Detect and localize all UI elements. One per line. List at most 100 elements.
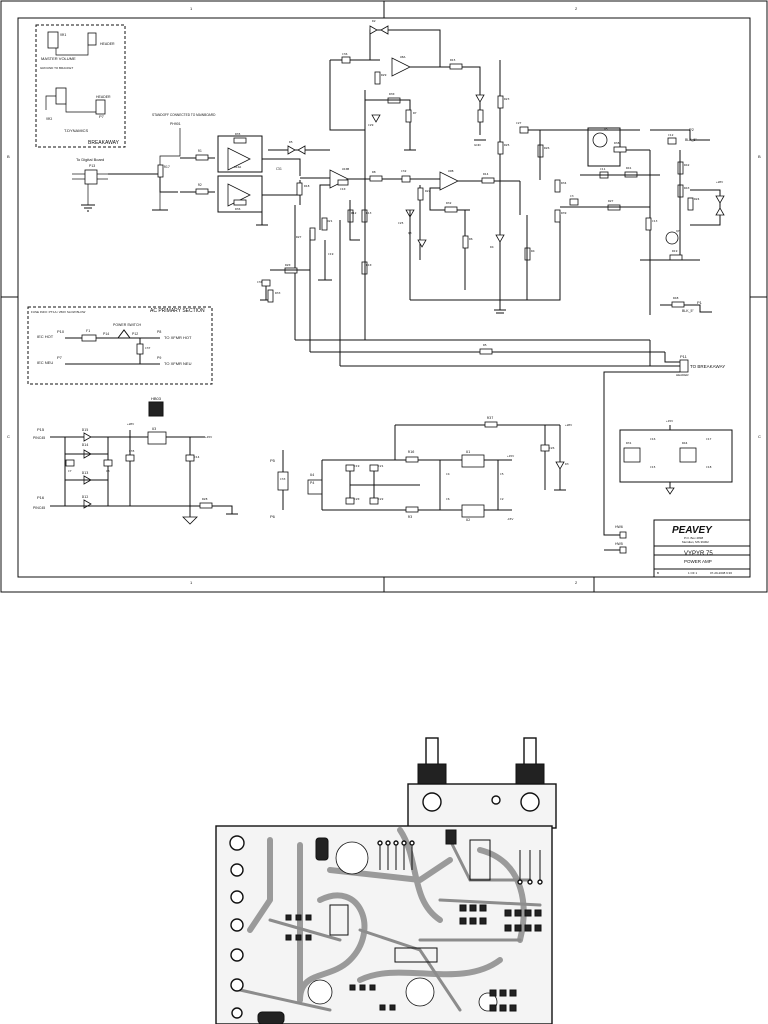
hw5-label: HW5	[615, 542, 623, 546]
plus28-rail-label-bottom: +28V	[127, 422, 134, 426]
master-volume-label: MASTER VOLUME	[41, 56, 76, 61]
r48-label: R48	[673, 296, 679, 300]
r41-label: R41	[626, 166, 632, 170]
r15-label: R15	[450, 58, 456, 62]
c10-label: C10	[340, 187, 346, 191]
c6-label: C6	[446, 497, 450, 501]
vr1-label: VR1	[60, 33, 66, 37]
d12-label: D12	[82, 495, 88, 499]
r39-label: R39	[561, 211, 567, 215]
ph901-label: PH901	[170, 122, 181, 126]
r33-label: R33	[275, 291, 281, 295]
r10-label: R10	[366, 263, 372, 267]
p9-label: P9	[157, 356, 161, 360]
p13-label: P13	[89, 164, 95, 168]
c7-label: C7	[68, 469, 72, 473]
p7-label: P7	[57, 355, 63, 360]
breakaway-label: BREAKAWAY	[88, 140, 120, 146]
size-value: B	[657, 571, 659, 575]
r32-label: R32	[446, 201, 452, 205]
c22-label: C22	[378, 497, 384, 501]
iec-hot-label: IEC HOT	[37, 334, 54, 339]
r24-label: R24	[694, 197, 700, 201]
gnd-label-a: GND	[474, 143, 482, 147]
border-col-2-bottom: 2	[575, 580, 578, 585]
date-value: 07-29-2008 9:36	[710, 571, 732, 575]
c13-label: C13	[652, 219, 658, 223]
c26-label: C26	[549, 446, 555, 450]
breakaway-box	[35, 24, 126, 148]
title-block: PEAVEY P.O. Box 2898 Meridian, MS 39302 …	[653, 519, 751, 578]
u10a-label: U10A	[234, 165, 241, 169]
ac-primary-box	[27, 306, 213, 385]
p11-header-label: HEADER	[676, 373, 689, 377]
t-dynamics-label: T.DYNAMICS	[64, 128, 89, 133]
vr2-label: VR2	[46, 117, 52, 121]
c33-label: C33	[280, 477, 286, 481]
p6-label: P6	[270, 514, 276, 519]
border-row-c-left: C	[7, 434, 10, 439]
r29-label: R29	[381, 73, 387, 77]
c18-label: C18	[706, 465, 712, 469]
r17-label: R17	[164, 165, 170, 169]
d3-label: D3	[565, 462, 569, 466]
plus28-rail-label: +28V	[716, 180, 723, 184]
plus28-right-label: +28V	[565, 423, 572, 427]
to-xfmr-hot-label: TO XFMR HOT	[164, 335, 192, 340]
r38-label: R38	[614, 141, 620, 145]
r27-right-label: R27	[608, 199, 614, 203]
border-row-b-right: B	[758, 154, 761, 159]
c17-label: C17	[706, 437, 712, 441]
r7-label: R7	[413, 111, 417, 115]
pad-cluster-left	[285, 914, 396, 1011]
p4-label: P4	[310, 481, 314, 485]
to-xfmr-neu-label: TO XFMR NEU	[164, 361, 192, 366]
r34-label: R34	[561, 181, 567, 185]
header-label-bottom: HEADER	[96, 95, 111, 99]
r8-label: R8	[372, 170, 376, 174]
r14-label: R14	[483, 172, 489, 176]
p7-breakaway: P7	[99, 114, 105, 119]
c16-label: C16	[650, 437, 656, 441]
border-row-b-left: B	[7, 154, 10, 159]
r18-label: R18	[304, 184, 310, 188]
fuse-f1-label: F1	[86, 329, 90, 333]
c20-label: C20	[354, 497, 360, 501]
r1-label: R1	[198, 149, 202, 153]
header-label-top: HEADER	[100, 42, 115, 46]
plus15-rail-label: +15V	[205, 435, 212, 439]
u3-regulator	[147, 431, 167, 445]
u10a-opamp	[227, 147, 251, 171]
c19-bottom-label: C19	[354, 464, 360, 468]
c35-label: C35	[129, 449, 135, 453]
hb03-heatsink	[148, 401, 164, 417]
p5-label: P5	[270, 458, 276, 463]
r43-label: R43	[684, 186, 690, 190]
to-breakaway-label: TO BREAKAWAY	[690, 364, 725, 369]
ic-footprint-c	[469, 839, 491, 881]
u9a-opamp	[391, 57, 411, 77]
u9a-label: U8A	[400, 55, 406, 59]
p1-desc: BLK_5"	[682, 309, 695, 313]
model-title: VYPYR 75	[684, 551, 713, 557]
border-col-2-top: 2	[575, 6, 578, 11]
hw6-label: HW6	[615, 525, 623, 529]
standoff-note: STANDOFF CONNECTED TO MAINBOARD	[152, 113, 216, 117]
d4-label: D4	[490, 245, 494, 249]
schematic-sheet: 1 2 1 2 B C B C BREAKAWAY VR1 HEADER MAS…	[0, 0, 768, 594]
r2-label: R2	[198, 183, 202, 187]
r6-label: R6	[469, 237, 473, 241]
hb03-label: HB03	[151, 396, 162, 401]
p14-label: P14	[103, 332, 109, 336]
r22-label: R22	[425, 189, 431, 193]
r4-label: R4	[531, 249, 535, 253]
p10-label: P10	[57, 329, 65, 334]
pinc45-label-b: PINC45	[33, 506, 45, 510]
c25-label: C25	[398, 221, 404, 225]
d13-label: D14	[82, 443, 88, 447]
u4-label: U4	[310, 473, 314, 477]
r3-label: R3	[408, 515, 412, 519]
ic-footprint-b	[329, 904, 349, 936]
p2-desc: BLK_5"	[685, 138, 698, 142]
